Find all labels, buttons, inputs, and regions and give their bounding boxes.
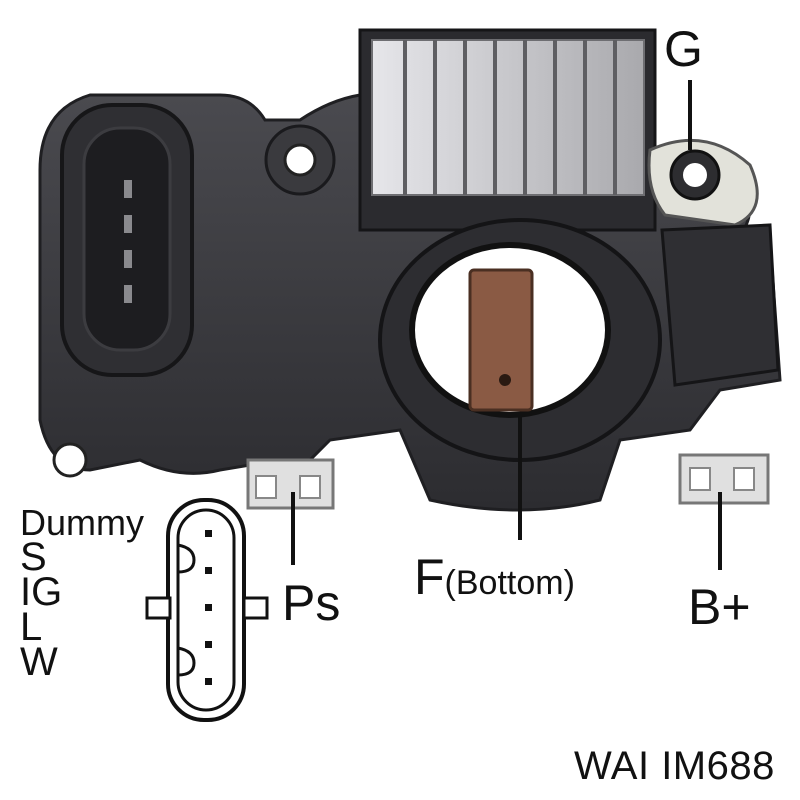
connector-pinout-diagram: [145, 498, 269, 722]
g-terminal-hole: [683, 163, 707, 187]
b-plus-terminal-label: B+: [688, 579, 751, 635]
ps-terminal-label: Ps: [282, 575, 341, 631]
connector-pin-labels: Dummy S IG L W: [20, 502, 144, 684]
f-terminal-label: F(Bottom): [414, 552, 575, 602]
product-caption: WAI IM688: [574, 744, 775, 789]
pin-label-s: S: [20, 535, 47, 579]
ps-terminal-slot-right: [299, 475, 321, 499]
b-plus-block: [660, 223, 780, 387]
heatsink-fins: [403, 40, 617, 195]
part-number: IM688: [661, 744, 775, 788]
brush-rivet: [499, 374, 511, 386]
brand-name: WAI: [574, 744, 650, 788]
carbon-brush: [468, 268, 534, 412]
pin-label-ig: IG: [20, 570, 63, 614]
pin-label-dummy: Dummy: [20, 502, 144, 543]
mounting-hole: [52, 442, 88, 478]
b-plus-terminal-slot-right: [733, 467, 755, 491]
ps-terminal-slot-left: [255, 475, 277, 499]
pin-label-l: L: [20, 605, 43, 649]
f-terminal-letter: F: [414, 549, 445, 605]
b-plus-terminal-slot-left: [689, 467, 711, 491]
leader-lines: [291, 80, 722, 570]
connector-pins: [124, 180, 132, 303]
connector-socket: [82, 126, 172, 352]
pin-label-w: W: [20, 640, 58, 684]
f-terminal-note: (Bottom): [444, 564, 575, 602]
heatsink: [371, 39, 645, 196]
mounting-hole-top: [283, 143, 317, 177]
g-terminal-label: G: [664, 21, 703, 77]
